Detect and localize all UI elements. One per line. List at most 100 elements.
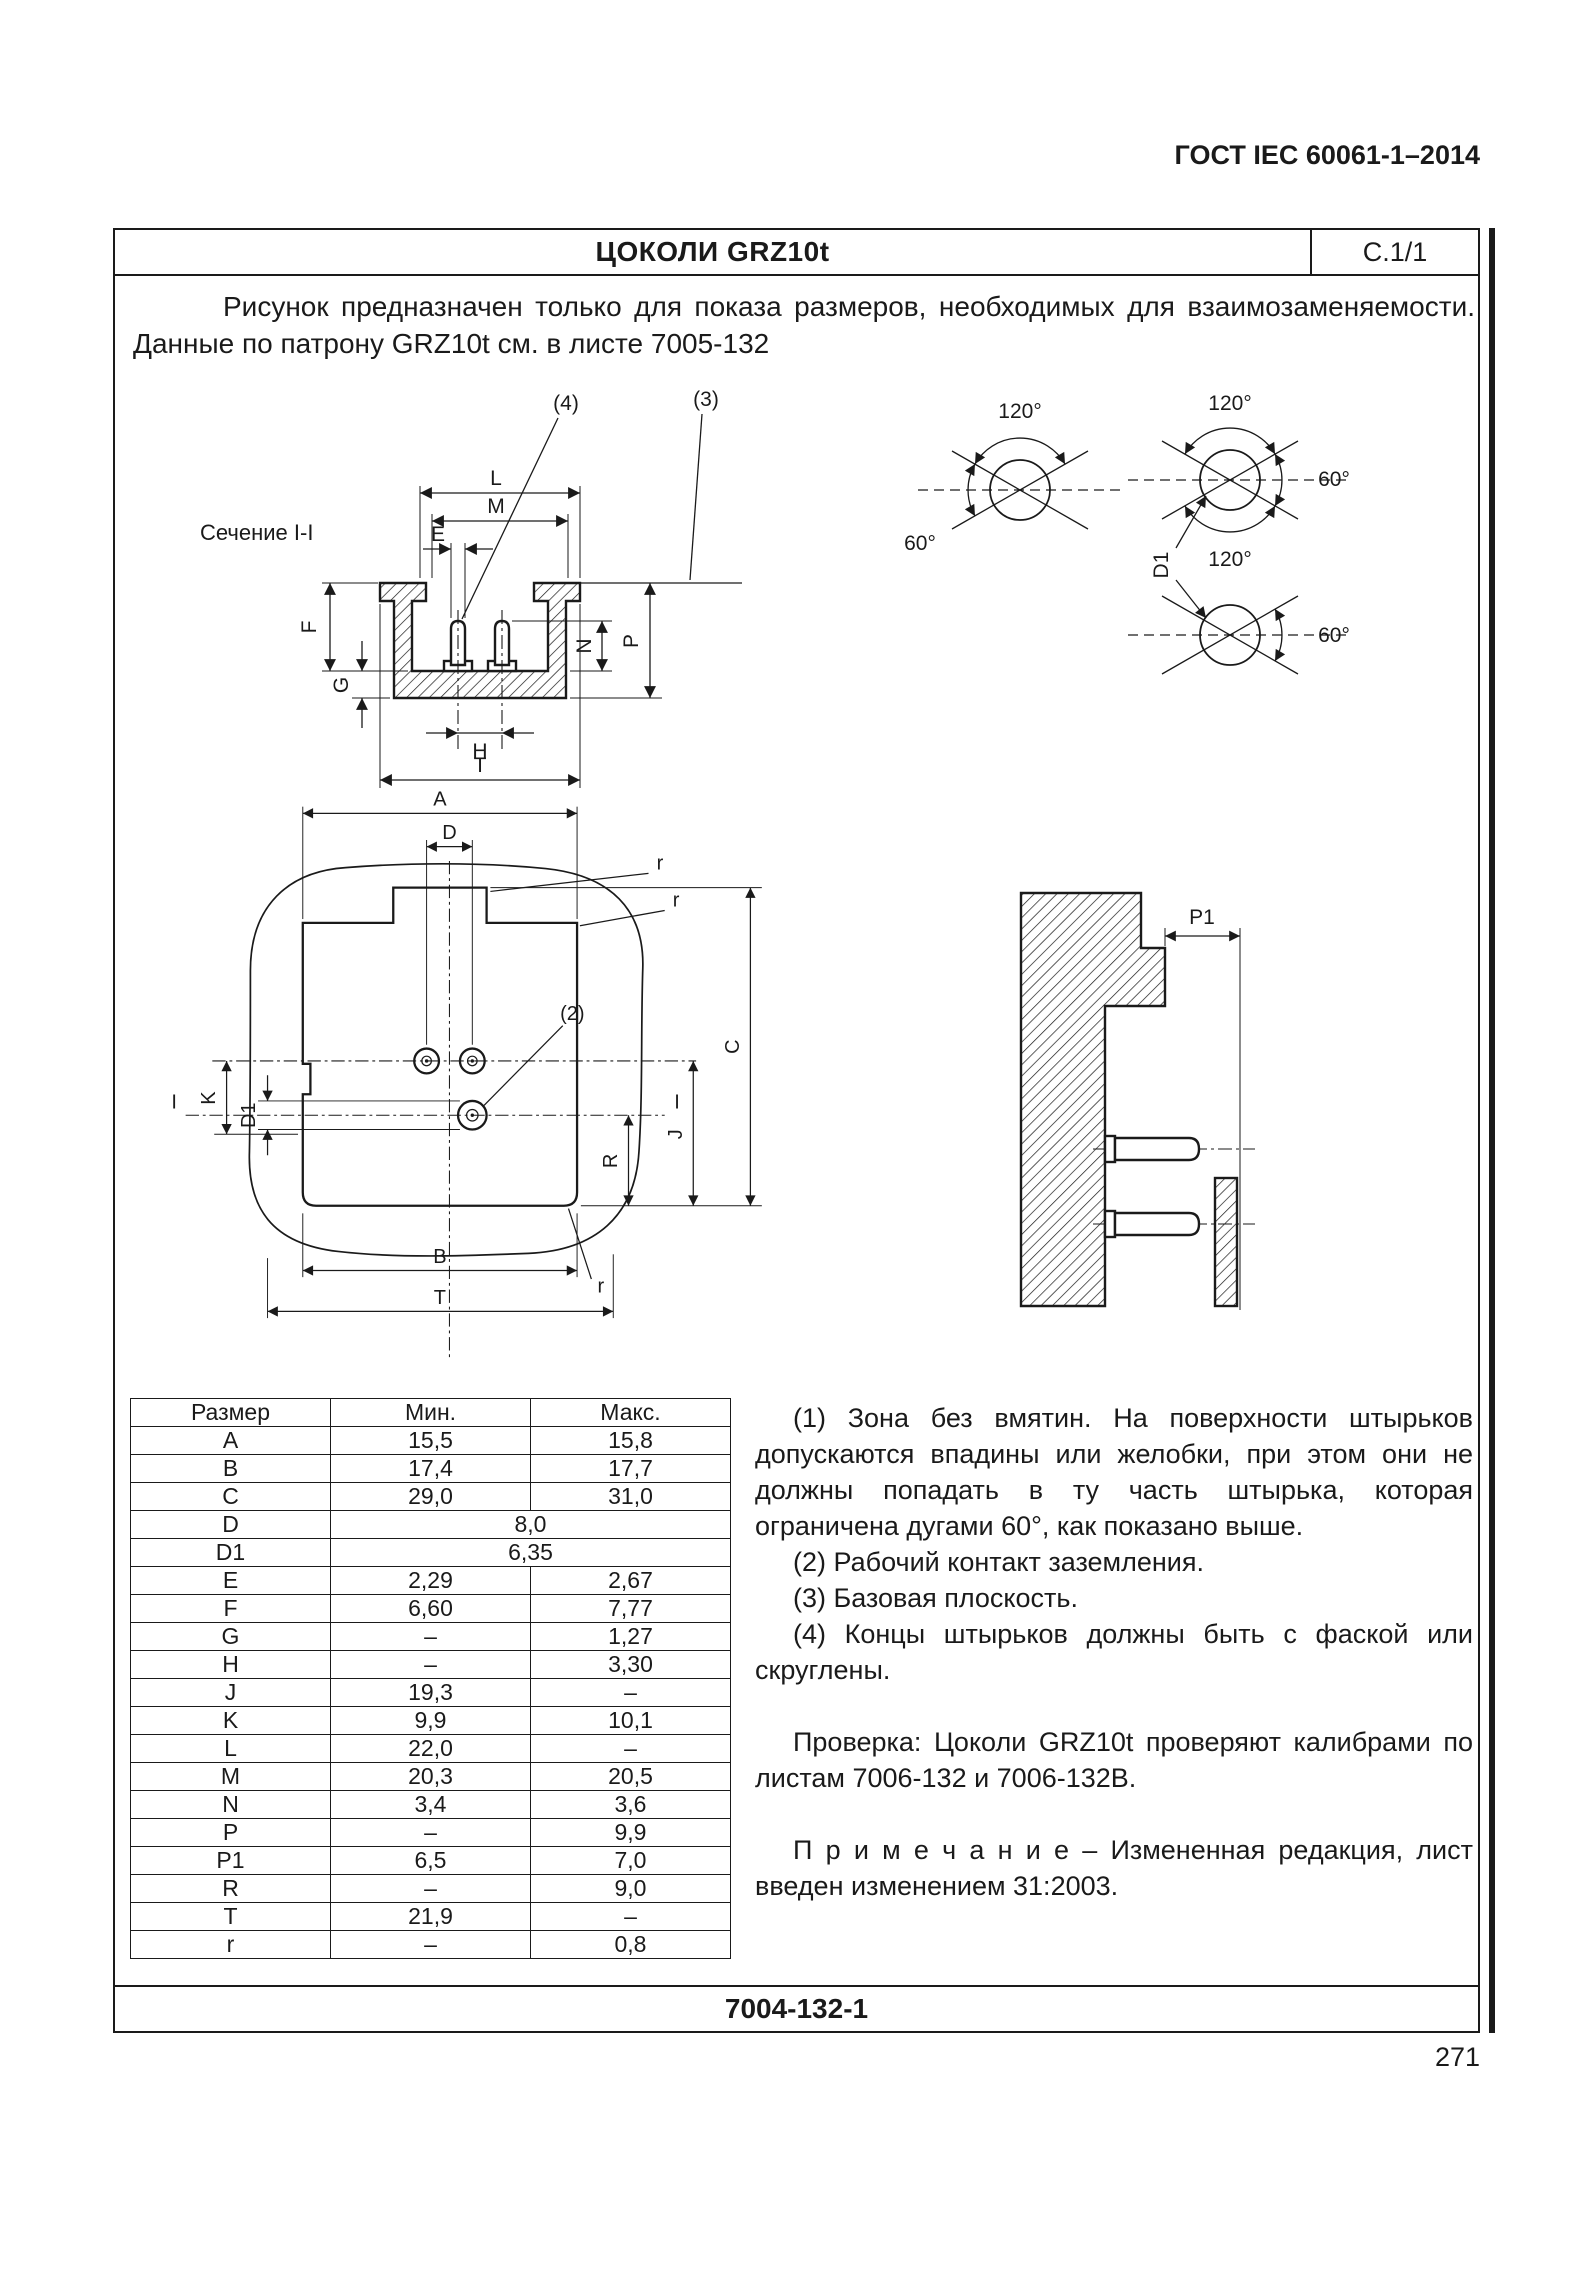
angle-label: 120° bbox=[1208, 548, 1251, 571]
dim-label-A: A bbox=[433, 789, 447, 811]
dim-max: 15,8 bbox=[530, 1426, 731, 1455]
remark-paragraph: П р и м е ч а н и е – Измененная редакци… bbox=[755, 1835, 1473, 1901]
dim-max: 17,7 bbox=[530, 1454, 731, 1483]
dim-symbol: L bbox=[130, 1734, 331, 1763]
dim-max: – bbox=[530, 1734, 731, 1763]
table-row: P–9,9 bbox=[130, 1818, 731, 1847]
page-number: 271 bbox=[1434, 2042, 1480, 2072]
dim-min: 6,5 bbox=[330, 1846, 531, 1875]
dim-label-B: B bbox=[433, 1246, 446, 1268]
notes-block: (1) Зона без вмятин. На поверхности штыр… bbox=[755, 1400, 1473, 1904]
col-header-size: Размер bbox=[130, 1398, 331, 1427]
dim-symbol: B bbox=[130, 1454, 331, 1483]
dim-min: 3,4 bbox=[330, 1790, 531, 1819]
dim-label-N: N bbox=[573, 638, 596, 653]
dim-symbol: P1 bbox=[130, 1846, 331, 1875]
drawing-pin-zones: 120° 120° 60° 60° 120° 60° D1 bbox=[904, 392, 1350, 675]
pin-collar bbox=[1103, 1209, 1117, 1239]
table-header-row: Размер Мин. Макс. bbox=[130, 1398, 731, 1427]
moulding-outline bbox=[248, 862, 644, 1257]
dim-min: – bbox=[330, 1622, 531, 1651]
dim-symbol: K bbox=[130, 1706, 331, 1735]
cap-body-section bbox=[378, 581, 582, 700]
sheet-title: ЦОКОЛИ GRZ10t bbox=[595, 236, 830, 267]
intro-paragraph: Рисунок предназначен только для показа р… bbox=[133, 291, 1475, 359]
holder-body bbox=[1019, 891, 1167, 1308]
document-header: ГОСТ IEC 60061-1–2014 bbox=[1174, 140, 1480, 170]
table-row: r–0,8 bbox=[130, 1930, 731, 1959]
dim-min: 29,0 bbox=[330, 1482, 531, 1511]
pin-end-circle bbox=[1199, 604, 1261, 666]
dim-label-J: J bbox=[665, 1129, 687, 1139]
dim-label-D: D bbox=[442, 822, 456, 844]
dim-max: 1,27 bbox=[530, 1622, 731, 1651]
col-header-min: Мин. bbox=[330, 1398, 531, 1427]
dim-max: 10,1 bbox=[530, 1706, 731, 1735]
dim-min: – bbox=[330, 1818, 531, 1847]
dim-max: 3,6 bbox=[530, 1790, 731, 1819]
dim-symbol: P bbox=[130, 1818, 331, 1847]
dim-label-T: T bbox=[434, 1287, 446, 1309]
dim-max: 20,5 bbox=[530, 1762, 731, 1791]
radius-label: r bbox=[598, 1275, 605, 1297]
dim-symbol: D bbox=[130, 1510, 331, 1539]
dim-label-R: R bbox=[600, 1154, 622, 1168]
dim-symbol: N bbox=[130, 1790, 331, 1819]
angle-label: 120° bbox=[998, 400, 1041, 423]
dim-symbol: J bbox=[130, 1678, 331, 1707]
dim-min: 19,3 bbox=[330, 1678, 531, 1707]
title-band: ЦОКОЛИ GRZ10t С.1/1 bbox=[115, 230, 1478, 276]
dim-min: 6,60 bbox=[330, 1594, 531, 1623]
note-3: (3) Базовая плоскость. bbox=[793, 1583, 1078, 1613]
cap-outline bbox=[301, 886, 579, 1207]
dim-min: 22,0 bbox=[330, 1734, 531, 1763]
table-row: R–9,0 bbox=[130, 1874, 731, 1903]
callout-2: (2) bbox=[560, 1003, 584, 1025]
dim-label-H: H bbox=[472, 740, 487, 763]
dim-symbol: M bbox=[130, 1762, 331, 1791]
col-header-max: Макс. bbox=[530, 1398, 731, 1427]
sheet-footer-ref: 7004-132-1 bbox=[115, 1985, 1478, 2031]
dim-min: 15,5 bbox=[330, 1426, 531, 1455]
angle-label: 60° bbox=[1318, 624, 1350, 647]
check-paragraph: Проверка: Цоколи GRZ10t проверяют калибр… bbox=[755, 1727, 1473, 1793]
dim-min: 21,9 bbox=[330, 1902, 531, 1931]
dim-min: 20,3 bbox=[330, 1762, 531, 1791]
dim-value: 6,35 bbox=[330, 1538, 731, 1567]
dim-symbol: H bbox=[130, 1650, 331, 1679]
dim-symbol: R bbox=[130, 1874, 331, 1903]
sheet-frame: ЦОКОЛИ GRZ10t С.1/1 Рисунок предназначен… bbox=[113, 228, 1480, 2033]
dim-label-T: T bbox=[474, 754, 487, 777]
title-divider bbox=[1310, 230, 1312, 274]
dim-label-E: E bbox=[431, 523, 445, 546]
section-mark-I: I bbox=[171, 1092, 177, 1114]
dim-symbol: G bbox=[130, 1622, 331, 1651]
callout-4: (4) bbox=[553, 392, 579, 415]
dim-symbol: F bbox=[130, 1594, 331, 1623]
dim-label-G: G bbox=[330, 677, 353, 693]
note-1: (1) Зона без вмятин. На поверхности штыр… bbox=[755, 1403, 1473, 1541]
section-mark-I: I bbox=[674, 1092, 680, 1114]
dim-max: 3,30 bbox=[530, 1650, 731, 1679]
drawing-side-view: P1 bbox=[1019, 891, 1255, 1310]
callout-3: (3) bbox=[693, 388, 719, 411]
table-row: H–3,30 bbox=[130, 1650, 731, 1679]
dim-symbol: C bbox=[130, 1482, 331, 1511]
angle-label: 60° bbox=[1318, 468, 1350, 491]
drawing-cross-section: Сечение I-I L M E F G bbox=[200, 388, 742, 788]
right-edge-bar bbox=[1489, 228, 1495, 2033]
